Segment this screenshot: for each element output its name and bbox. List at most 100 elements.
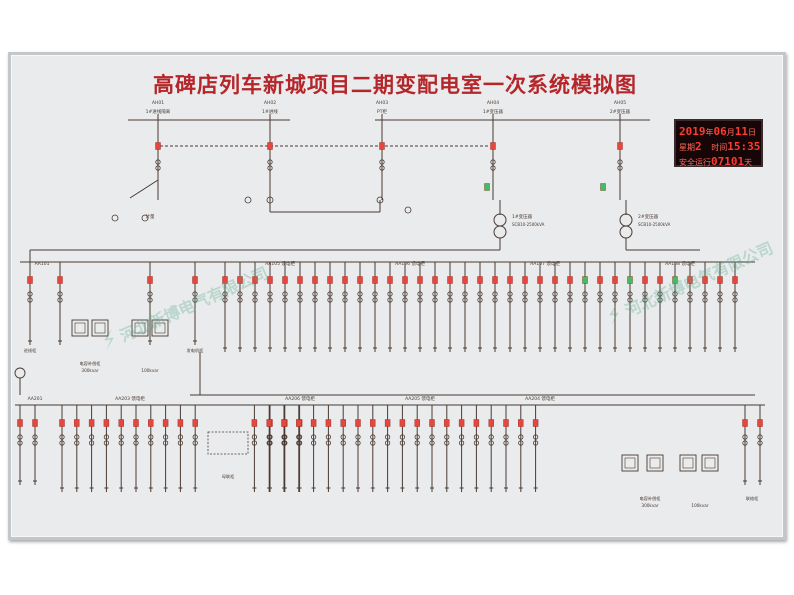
breaker-closed-indicator	[732, 276, 738, 284]
current-transformer-symbol	[612, 291, 618, 297]
transformer-model: SCB10-2500kVA	[512, 222, 545, 227]
current-transformer-symbol	[627, 291, 633, 297]
current-transformer-symbol	[582, 297, 588, 303]
transformer-winding-lv	[619, 225, 633, 239]
breaker-closed-indicator	[379, 142, 385, 150]
breaker-closed-indicator	[103, 419, 110, 427]
current-transformer-symbol	[57, 291, 63, 297]
mimic-board-frame	[8, 52, 786, 540]
current-transformer-symbol	[17, 434, 23, 440]
current-transformer-symbol	[379, 165, 385, 171]
breaker-closed-indicator	[402, 276, 408, 284]
current-transformer-symbol	[89, 434, 95, 440]
breaker-closed-indicator	[357, 276, 363, 284]
current-transformer-symbol	[252, 291, 258, 297]
breaker-closed-indicator	[477, 276, 483, 284]
current-transformer-symbol	[757, 440, 763, 446]
breaker-closed-indicator	[118, 419, 124, 427]
transformer-name: 1#变压器	[512, 213, 533, 220]
current-transformer-symbol	[355, 440, 361, 446]
current-transformer-symbol	[281, 434, 287, 440]
breaker-closed-indicator	[717, 276, 723, 284]
breaker-closed-indicator	[657, 276, 663, 284]
current-transformer-symbol	[357, 297, 363, 303]
breaker-closed-indicator	[414, 419, 420, 427]
current-transformer-symbol	[342, 297, 348, 303]
current-transformer-symbol	[340, 440, 346, 446]
current-transformer-symbol	[429, 440, 435, 446]
capacitor-label: 电容补偿柜	[80, 360, 101, 367]
breaker-closed-indicator	[473, 419, 480, 427]
breaker-closed-indicator	[507, 276, 513, 284]
current-transformer-symbol	[532, 440, 539, 446]
clock-year-char: 年	[705, 128, 714, 137]
current-transformer-symbol	[192, 440, 198, 446]
current-transformer-symbol	[717, 291, 723, 297]
breaker-closed-indicator	[417, 276, 423, 284]
breaker-closed-indicator	[32, 419, 38, 427]
potential-transformer-symbol	[266, 196, 274, 204]
current-transformer-symbol	[384, 440, 391, 446]
current-transformer-symbol	[281, 440, 287, 446]
current-transformer-symbol	[282, 297, 288, 303]
current-transformer-symbol	[488, 440, 494, 446]
top-feeder-name: 1#进线隔离	[146, 108, 171, 115]
clock-time: 15:35	[727, 140, 761, 153]
capacitor-bank-box	[646, 454, 664, 472]
breaker-open-indicator	[484, 183, 490, 191]
clock-safe-row: 安全运行07101天	[679, 152, 758, 168]
current-transformer-symbol	[148, 440, 154, 446]
breaker-closed-indicator	[537, 276, 543, 284]
current-transformer-symbol	[552, 291, 558, 297]
current-transformer-symbol	[267, 159, 273, 165]
current-transformer-symbol	[222, 291, 228, 297]
breaker-closed-indicator	[447, 276, 453, 284]
cabinet-label: 联络柜	[746, 495, 759, 502]
breaker-closed-indicator	[281, 419, 287, 427]
current-transformer-symbol	[177, 440, 183, 446]
breaker-closed-indicator	[155, 142, 161, 150]
current-transformer-symbol	[372, 291, 378, 297]
current-transformer-symbol	[458, 434, 465, 440]
bus-label: AA205 馈电柜	[405, 395, 435, 402]
current-transformer-symbol	[384, 434, 391, 440]
top-feeder-code: AH02	[264, 100, 276, 106]
current-transformer-symbol	[492, 291, 498, 297]
page-title: 高碑店列车新城项目二期变配电室一次系统模拟图	[153, 72, 637, 97]
current-transformer-symbol	[414, 434, 420, 440]
top-feeder-code: AH04	[487, 100, 499, 106]
clock-weekday-label: 星期	[679, 143, 695, 152]
breaker-closed-indicator	[552, 276, 558, 284]
current-transformer-symbol	[237, 297, 243, 303]
current-transformer-symbol	[492, 297, 498, 303]
breaker-closed-indicator	[17, 419, 23, 427]
metering-label: 计量	[146, 213, 155, 220]
top-feeder-name: 1#变压器	[483, 108, 504, 115]
current-transformer-symbol	[503, 434, 509, 440]
current-transformer-symbol	[702, 297, 708, 303]
transformer-winding-hv	[493, 213, 507, 227]
current-transformer-symbol	[57, 297, 63, 303]
breaker-closed-indicator	[88, 419, 95, 427]
breaker-closed-indicator	[444, 419, 450, 427]
breaker-closed-indicator	[312, 276, 318, 284]
breaker-closed-indicator	[57, 276, 63, 284]
capacitor-bank-box	[679, 454, 697, 472]
current-transformer-symbol	[297, 297, 303, 303]
clock-time-row: 星期2 时间15:35	[679, 137, 761, 153]
capacitor-bank-box	[91, 319, 109, 337]
current-transformer-symbol	[155, 159, 161, 165]
current-transformer-symbol	[742, 434, 748, 440]
current-transformer-symbol	[617, 165, 623, 171]
potential-transformer-symbol	[111, 214, 119, 222]
current-transformer-symbol	[103, 440, 110, 446]
breaker-closed-indicator	[267, 142, 273, 150]
breaker-closed-indicator	[74, 419, 80, 427]
top-feeder-code: AH01	[152, 100, 164, 106]
breaker-closed-indicator	[612, 276, 618, 284]
tie-switch-box	[207, 431, 249, 455]
current-transformer-symbol	[370, 434, 376, 440]
breaker-closed-indicator	[222, 276, 228, 284]
breaker-closed-indicator	[282, 276, 288, 284]
current-transformer-symbol	[27, 291, 33, 297]
